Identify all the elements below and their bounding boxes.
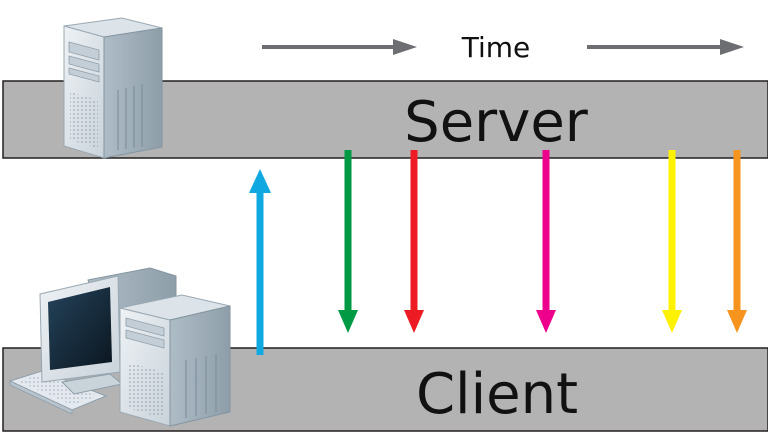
time-label: Time <box>461 31 531 64</box>
response-arrow-green <box>338 150 358 333</box>
time-arrow-right <box>587 39 744 55</box>
response-arrow-orange <box>727 150 747 333</box>
desktop-computer-icon <box>8 267 231 427</box>
server-label: Server <box>404 90 589 155</box>
server-tower-icon <box>63 17 163 159</box>
response-arrow-yellow <box>662 150 682 333</box>
response-arrow-red <box>404 150 424 333</box>
client-label: Client <box>416 362 578 427</box>
request-arrow <box>249 169 271 355</box>
time-arrow-left <box>262 39 417 55</box>
response-arrow-magenta <box>536 150 556 333</box>
